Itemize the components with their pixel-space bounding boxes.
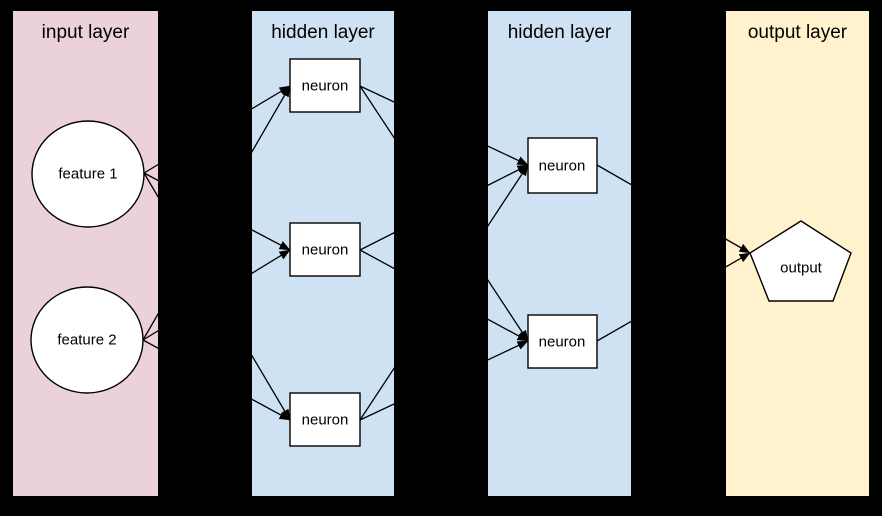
hidden1-neuron-1-box bbox=[289, 58, 361, 113]
output-label: output bbox=[780, 259, 822, 277]
edge-feature2-h1n1 bbox=[142, 85, 291, 341]
hidden1-neuron-3-label: neuron bbox=[301, 411, 349, 429]
panel-hidden-layer-2 bbox=[488, 11, 631, 496]
panel-input-layer bbox=[13, 11, 158, 496]
output-pentagon bbox=[749, 220, 852, 302]
edge-h1n1-h2n2 bbox=[359, 85, 529, 342]
edge-h1n2-h2n2 bbox=[359, 249, 529, 342]
hidden1-neuron-1-label: neuron bbox=[301, 77, 349, 95]
hidden2-neuron-2-label: neuron bbox=[538, 333, 586, 351]
edge-h1n3-h2n1 bbox=[359, 164, 529, 421]
hidden2-neuron-2-box bbox=[527, 314, 598, 369]
output-layer-title: output layer bbox=[747, 22, 848, 43]
feature-2-circle bbox=[30, 286, 144, 394]
edge-h2n1-output bbox=[596, 164, 751, 254]
hidden1-neuron-2-label: neuron bbox=[301, 241, 349, 259]
input-layer-title: input layer bbox=[41, 22, 130, 43]
edge-feature2-h1n3 bbox=[142, 339, 291, 421]
edge-h1n2-h2n1 bbox=[359, 164, 529, 251]
hidden2-neuron-1-box bbox=[527, 137, 598, 194]
feature-1-label: feature 1 bbox=[58, 165, 118, 183]
edge-feature2-h1n2 bbox=[142, 249, 291, 341]
feature-2-label: feature 2 bbox=[57, 331, 117, 349]
edge-feature1-h1n3 bbox=[143, 172, 291, 421]
hidden1-neuron-2-box bbox=[289, 222, 361, 277]
hidden2-neuron-1-label: neuron bbox=[538, 157, 586, 175]
feature-1-circle bbox=[31, 120, 145, 228]
hidden1-neuron-3-box bbox=[289, 392, 361, 447]
hidden-layer-1-title: hidden layer bbox=[271, 22, 375, 43]
edge-h1n3-h2n2 bbox=[359, 340, 529, 421]
edge-feature1-h1n1 bbox=[143, 85, 291, 174]
edge-h2n2-output bbox=[596, 252, 751, 342]
edge-h1n1-h2n1 bbox=[359, 85, 529, 166]
hidden-layer-2-title: hidden layer bbox=[507, 22, 612, 43]
